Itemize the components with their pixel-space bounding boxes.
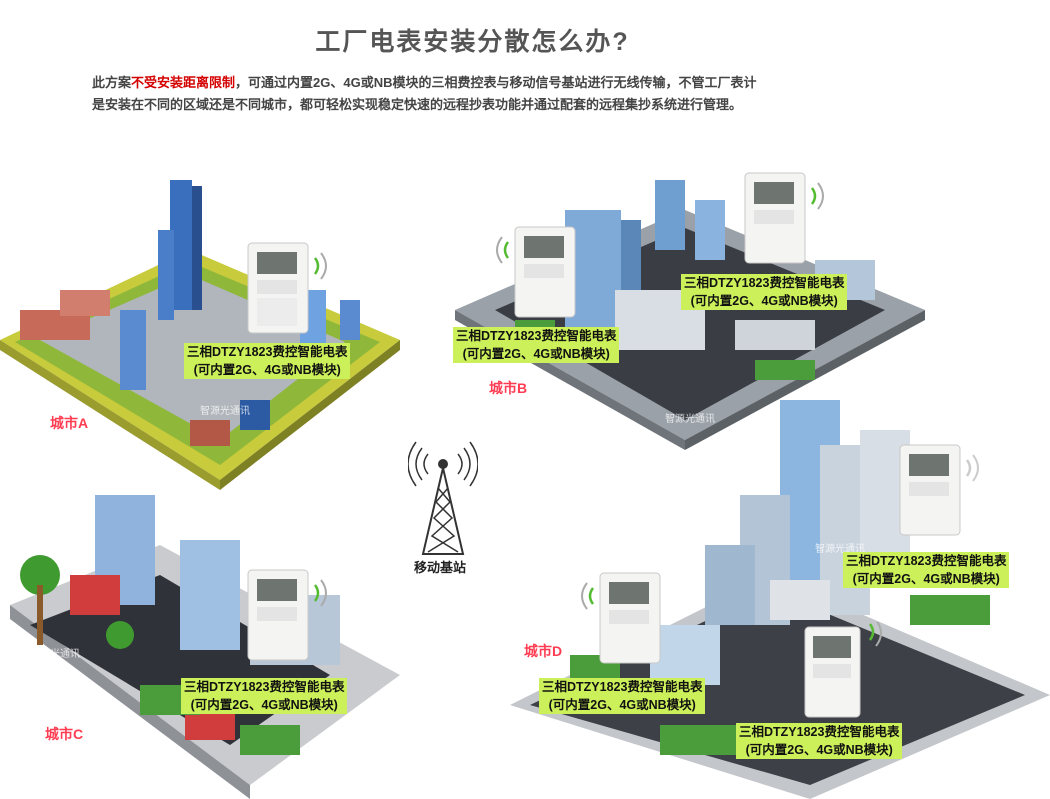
watermark-b: 智源光通讯 [665,414,715,425]
city-c-illustration [10,495,400,799]
meter-label-b1-line2: (可内置2G、4G或NB模块) [462,347,610,361]
meter-a-icon [247,242,327,334]
meter-label-d3: 三相DTZY1823费控智能电表 (可内置2G、4G或NB模块) [736,723,903,759]
meter-label-a-line1: 三相DTZY1823费控智能电表 [187,345,348,359]
description: 此方案不受安装距离限制，可通过内置2G、4G或NB模块的三相费控表与移动信号基站… [92,72,892,116]
meter-label-a-line2: (可内置2G、4G或NB模块) [193,363,341,377]
desc-prefix: 此方案 [92,75,132,90]
desc-highlight: 不受安装距离限制 [131,75,236,90]
meter-b2-icon [744,172,824,264]
meter-label-a: 三相DTZY1823费控智能电表 (可内置2G、4G或NB模块) [184,343,351,379]
desc-line1: ，可通过内置2G、4G或NB模块的三相费控表与移动信号基站进行无线传输，不管工厂… [235,75,757,90]
base-station-label: 移动基站 [414,560,467,575]
meter-label-d1-line2: (可内置2G、4G或NB模块) [852,572,1000,586]
watermark-c: 智源光通讯 [30,649,80,660]
meter-label-c: 三相DTZY1823费控智能电表 (可内置2G、4G或NB模块) [181,678,348,714]
watermark-a: 智源光通讯 [200,406,250,417]
city-d-label: 城市D [524,643,563,659]
city-a-illustration [0,180,400,490]
meter-label-d2-line1: 三相DTZY1823费控智能电表 [542,680,703,694]
meter-label-c-line1: 三相DTZY1823费控智能电表 [184,680,345,694]
meter-label-b2: 三相DTZY1823费控智能电表 (可内置2G、4G或NB模块) [681,274,848,310]
meter-d3-icon [804,622,882,718]
city-a-label: 城市A [50,415,89,431]
city-b-label: 城市B [489,380,528,396]
meter-label-d1: 三相DTZY1823费控智能电表 (可内置2G、4G或NB模块) [843,552,1010,588]
meter-b1-icon [496,226,576,318]
meter-label-c-line2: (可内置2G、4G或NB模块) [190,698,338,712]
city-c-label: 城市C [45,726,84,742]
meter-label-d3-line2: (可内置2G、4G或NB模块) [745,743,893,757]
meter-c-icon [247,569,327,661]
meter-label-b1: 三相DTZY1823费控智能电表 (可内置2G、4G或NB模块) [453,327,620,363]
base-station-tower-icon [408,441,478,555]
page-title: 工厂电表安装分散怎么办? [315,28,630,56]
meter-label-d2: 三相DTZY1823费控智能电表 (可内置2G、4G或NB模块) [539,678,706,714]
meter-d1-icon [899,444,979,536]
meter-label-d1-line1: 三相DTZY1823费控智能电表 [846,554,1007,568]
meter-d2-icon [581,572,661,664]
meter-label-d2-line2: (可内置2G、4G或NB模块) [548,698,696,712]
meter-label-d3-line1: 三相DTZY1823费控智能电表 [739,725,900,739]
meter-label-b1-line1: 三相DTZY1823费控智能电表 [456,329,617,343]
meter-label-b2-line2: (可内置2G、4G或NB模块) [690,294,838,308]
desc-line2: 是安装在不同的区域还是不同城市，都可轻松实现稳定快速的远程抄表功能并通过配套的远… [92,97,743,112]
meter-label-b2-line1: 三相DTZY1823费控智能电表 [684,276,845,290]
watermark-d: 智源光通讯 [815,544,865,555]
